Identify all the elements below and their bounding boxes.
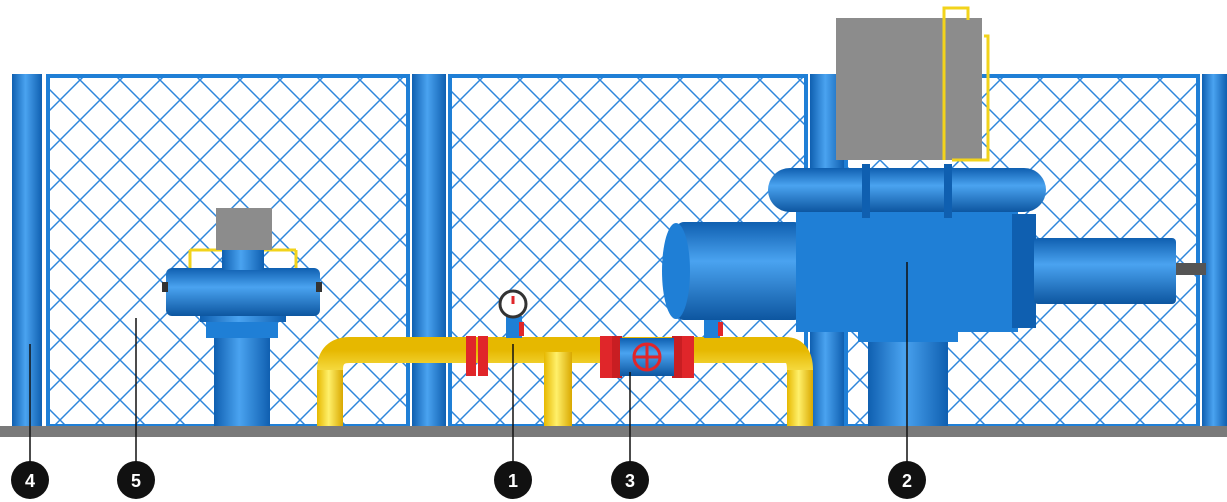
callout-1: 1 [494,461,532,499]
fence-post [12,74,42,428]
callout-label-5: 5 [131,471,141,491]
small-control-box [216,208,272,250]
callout-5: 5 [117,461,155,499]
callout-2: 2 [888,461,926,499]
control-cabinet [836,18,982,160]
ground-line [0,426,1227,437]
fence-post [412,74,446,428]
callout-label-2: 2 [902,471,912,491]
shutoff-valve [600,336,694,378]
pipe-flange [466,336,476,376]
callout-3: 3 [611,461,649,499]
fence-post [1202,74,1227,428]
callout-label-4: 4 [25,471,35,491]
callout-label-1: 1 [508,471,518,491]
callout-4: 4 [11,461,49,499]
pipe-flange [478,336,488,376]
callout-label-3: 3 [625,471,635,491]
